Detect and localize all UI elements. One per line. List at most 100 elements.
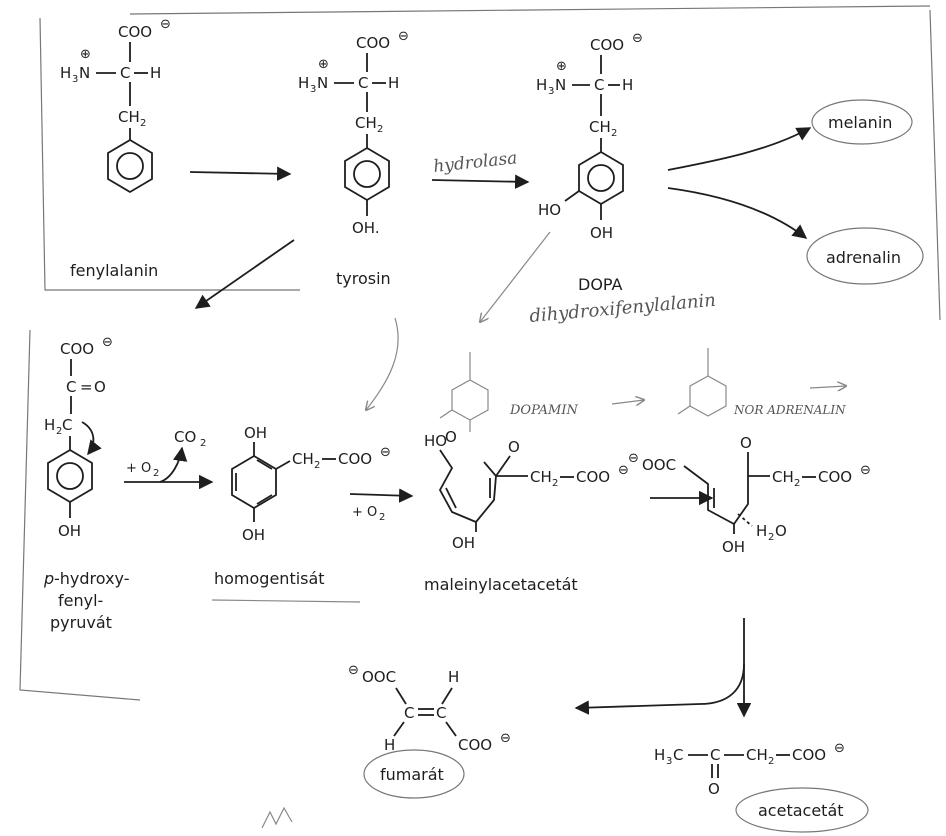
charge-minus: ⊖ (348, 663, 359, 678)
oh-label: OH. (352, 219, 380, 237)
svg-text:3: 3 (310, 84, 316, 95)
svg-text:2: 2 (200, 438, 206, 449)
svg-text:2: 2 (379, 512, 385, 523)
carbonyl-o: O (708, 780, 720, 798)
carbonyl-c: C (710, 746, 720, 764)
carbonyl-c: C (66, 378, 76, 396)
ooc-label: OOC (362, 668, 396, 686)
circle-acetoacetate (735, 787, 869, 833)
ch2-label: CH (118, 108, 140, 126)
oh-label: OH (722, 538, 745, 556)
oh-bottom: OH (242, 526, 265, 544)
svg-text:2: 2 (552, 478, 558, 489)
right-edge (929, 9, 941, 321)
svg-text:3: 3 (666, 756, 672, 767)
h-top: H (448, 668, 459, 686)
charge-minus: ⊖ (160, 17, 171, 32)
svg-text:2: 2 (611, 128, 617, 139)
label-hpp-1: -hydroxy- (54, 569, 130, 588)
label-acetoacetate: acetacetát (758, 801, 844, 820)
c-right: C (436, 704, 446, 722)
pencil-dopamine-sketch: DOPAMIN (439, 352, 644, 432)
ooc-label: OOC (642, 456, 676, 474)
c-left: C (404, 704, 414, 722)
coo-label: COO (590, 36, 624, 54)
svg-text:N: N (317, 74, 328, 92)
oh-label: OH (590, 224, 613, 242)
homogentisate-structure: OH CH 2 COO ⊖ OH (231, 424, 391, 544)
label-hpp-3: pyruvát (50, 613, 112, 632)
svg-text:C: C (673, 746, 683, 764)
circle-adrenalin (806, 227, 924, 285)
note-dopamine: DOPAMIN (509, 403, 578, 418)
label-fumarate: fumarát (380, 765, 444, 784)
oh-label: OH (452, 534, 475, 552)
arrow-dopa-adrenalin (667, 187, 808, 239)
h-bottom: H (384, 736, 395, 754)
h3c-label: H (654, 746, 665, 764)
label-dopa: DOPA (578, 275, 623, 294)
alpha-carbon: C (594, 76, 604, 94)
ho-label: HO (424, 432, 447, 450)
fumarate-structure: ⊖ OOC H C C H COO ⊖ (348, 663, 511, 754)
h3n-h: H (298, 74, 309, 92)
maleylacetoacetate-structure: HO O O CH 2 COO ⊖ OH (424, 428, 629, 552)
fumarylacetoacetate-structure: ⊖ OOC O CH 2 COO ⊖ OH H 2 O (628, 434, 871, 556)
alpha-carbon: C (120, 64, 130, 82)
label-hpp-2: fenyl- (58, 591, 103, 610)
ch2-label: CH (746, 746, 768, 764)
charge-plus: ⊕ (556, 59, 567, 74)
svg-text:N: N (79, 64, 90, 82)
top-frame (39, 17, 300, 291)
svg-text:N: N (555, 76, 566, 94)
arrow-tyr-hpp (194, 239, 295, 309)
coo-label: COO (60, 340, 94, 358)
bottom-frame (19, 329, 141, 701)
alpha-h: H (388, 74, 399, 92)
reagent-o2: + O (352, 505, 377, 520)
ch2-label: CH (530, 468, 552, 486)
pencil-arrow-dopa (480, 231, 551, 322)
pencil-noradrenaline-sketch: NOR ADRENALIN (677, 348, 846, 417)
circle-fumarate (363, 749, 465, 799)
coo-label: COO (118, 23, 152, 41)
coo-label: COO (338, 450, 372, 468)
h2o-label: H (756, 522, 767, 540)
svg-text:O: O (775, 522, 787, 540)
keto-o: O (508, 438, 520, 456)
label-phenylalanine: fenylalanin (70, 261, 158, 280)
underline-homogentisate (211, 599, 361, 603)
charge-minus: ⊖ (398, 29, 409, 44)
svg-text:2: 2 (153, 468, 159, 479)
hydroxyphenylpyruvate-structure: COO ⊖ C = O H 2 C OH (44, 335, 113, 540)
ch2-label: CH (292, 450, 314, 468)
oh-top: OH (244, 424, 267, 442)
coo-label: COO (818, 468, 852, 486)
arrow-to-fumarate (574, 618, 745, 715)
top-edge (129, 5, 931, 15)
label-adrenalin: adrenalin (826, 248, 901, 267)
svg-text:2: 2 (140, 118, 146, 129)
double-bond: = (80, 378, 93, 396)
label-tyrosine: tyrosin (336, 269, 391, 288)
ch2-label: CH (772, 468, 794, 486)
carbonyl-o: O (94, 378, 106, 396)
ch2-label: CH (589, 118, 611, 136)
coo-label: COO (356, 34, 390, 52)
label-p: p (43, 569, 54, 588)
reagent-co2: CO (174, 428, 196, 446)
alpha-h: H (150, 64, 161, 82)
arrow-homogentisate-mlaa (349, 488, 414, 503)
phenylalanine-structure: COO ⊖ ⊕ H 3 N C H CH 2 (60, 17, 171, 194)
circle-melanin (811, 99, 913, 145)
svg-text:2: 2 (768, 756, 774, 767)
svg-text:C: C (62, 416, 72, 434)
alpha-carbon: C (358, 74, 368, 92)
svg-text:2: 2 (56, 426, 62, 437)
coo-label: COO (458, 736, 492, 754)
arrow-tyr-dopa (431, 174, 530, 189)
charge-plus: ⊕ (318, 57, 329, 72)
label-homogentisate: homogentisát (214, 569, 325, 588)
